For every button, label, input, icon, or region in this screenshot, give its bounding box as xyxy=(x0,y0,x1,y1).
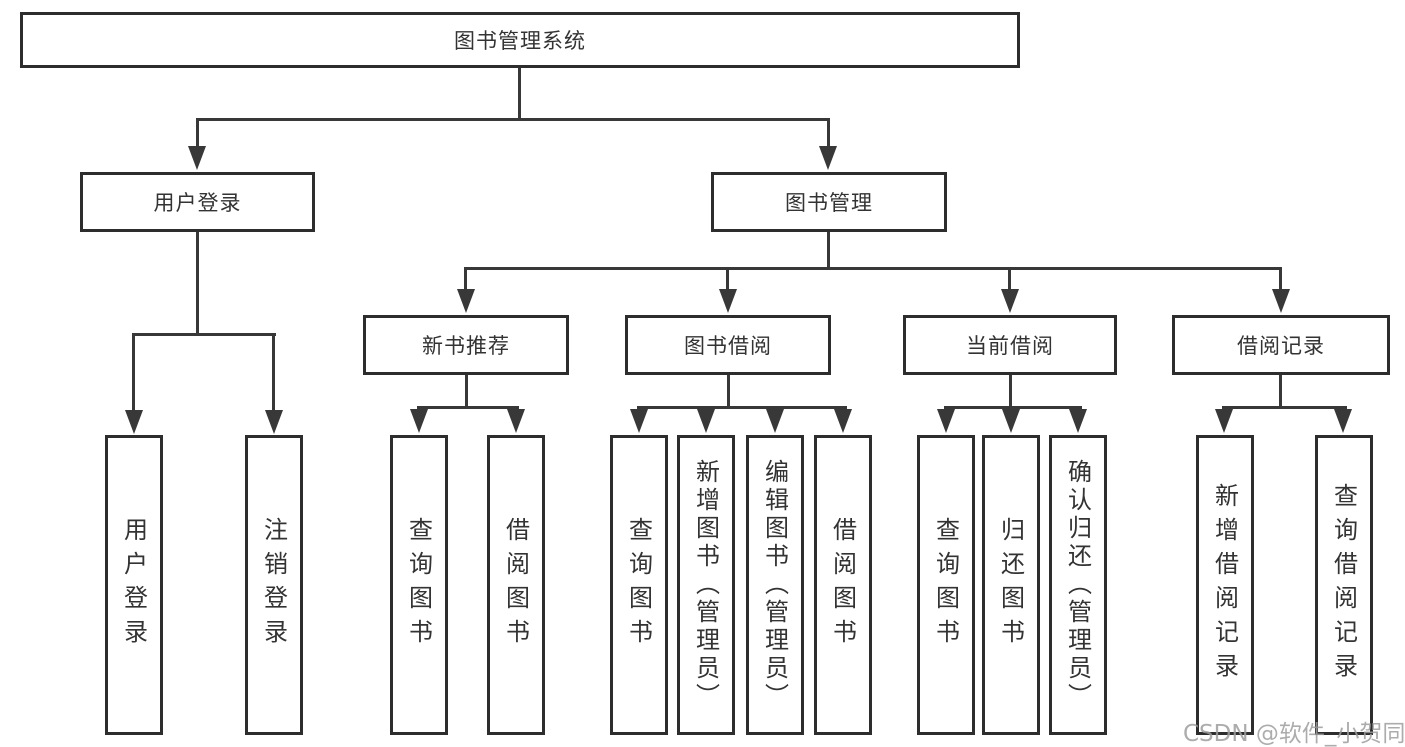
connector-drop-current-borrowing xyxy=(1008,267,1011,291)
arrow-down-icon xyxy=(457,289,475,313)
arrow-down-icon xyxy=(834,409,852,433)
arrow-down-icon xyxy=(937,409,955,433)
connector-user-login-trunk xyxy=(196,232,199,335)
arrow-down-icon xyxy=(819,146,837,170)
node-user-login: 用户登录 xyxy=(80,172,315,232)
arrow-down-icon xyxy=(1215,409,1233,433)
arrow-down-icon xyxy=(1272,289,1290,313)
connector-drop-book-management xyxy=(827,118,830,148)
arrow-down-icon xyxy=(265,410,283,434)
leaf-query-books-borrowing: 查询图书 xyxy=(610,435,668,735)
connector-current-borrowing-rail xyxy=(944,406,1082,409)
connector-drop-user-login xyxy=(196,118,199,148)
node-book-management: 图书管理 xyxy=(711,172,947,232)
node-current-borrowing: 当前借阅 xyxy=(903,315,1117,375)
node-new-book-recommend: 新书推荐 xyxy=(363,315,569,375)
node-borrowing-records: 借阅记录 xyxy=(1172,315,1390,375)
leaf-logout: 注销登录 xyxy=(245,435,303,735)
leaf-return-books: 归还图书 xyxy=(982,435,1040,735)
arrow-down-icon xyxy=(630,409,648,433)
arrow-down-icon xyxy=(1334,409,1352,433)
leaf-add-books-admin: 新增图书（管理员） xyxy=(677,435,735,735)
connector-borrowing-records-trunk xyxy=(1279,375,1282,408)
leaf-query-books-recommend: 查询图书 xyxy=(390,435,448,735)
connector-user-login-rail xyxy=(132,333,276,336)
csdn-watermark: CSDN @软件_小贺同学 xyxy=(1183,721,1405,747)
connector-book-borrowing-rail xyxy=(637,406,847,409)
arrow-down-icon xyxy=(188,146,206,170)
arrow-down-icon xyxy=(410,409,428,433)
node-root: 图书管理系统 xyxy=(20,12,1020,68)
arrow-down-icon xyxy=(697,409,715,433)
arrow-down-icon xyxy=(125,410,143,434)
arrow-down-icon xyxy=(1069,409,1087,433)
node-book-borrowing: 图书借阅 xyxy=(625,315,831,375)
leaf-add-borrow-record: 新增借阅记录 xyxy=(1196,435,1254,735)
connector-book-management-rail xyxy=(464,267,1282,270)
arrow-down-icon xyxy=(719,289,737,313)
connector-root-trunk xyxy=(518,68,521,120)
connector-borrowing-records-rail xyxy=(1222,406,1347,409)
connector-drop-new-book xyxy=(464,267,467,291)
arrow-down-icon xyxy=(766,409,784,433)
connector-current-borrowing-trunk xyxy=(1009,375,1012,408)
connector-root-rail xyxy=(196,118,830,121)
leaf-query-books-current: 查询图书 xyxy=(917,435,975,735)
leaf-confirm-return-admin: 确认归还（管理员） xyxy=(1049,435,1107,735)
leaf-user-login: 用户登录 xyxy=(105,435,163,735)
leaf-borrow-books-borrowing: 借阅图书 xyxy=(814,435,872,735)
leaf-borrow-books-recommend: 借阅图书 xyxy=(487,435,545,735)
leaf-query-borrow-record: 查询借阅记录 xyxy=(1315,435,1373,735)
connector-book-borrowing-trunk xyxy=(727,375,730,408)
connector-drop-book-borrowing xyxy=(726,267,729,291)
arrow-down-icon xyxy=(507,409,525,433)
connector-drop-leaf xyxy=(132,333,135,411)
connector-new-book-trunk xyxy=(465,375,468,408)
connector-book-management-trunk xyxy=(827,232,830,269)
connector-drop-borrowing-records xyxy=(1279,267,1282,291)
connector-new-book-rail xyxy=(417,406,519,409)
arrow-down-icon xyxy=(1001,289,1019,313)
arrow-down-icon xyxy=(1002,409,1020,433)
leaf-edit-books-admin: 编辑图书（管理员） xyxy=(746,435,804,735)
connector-drop-leaf xyxy=(272,333,275,411)
